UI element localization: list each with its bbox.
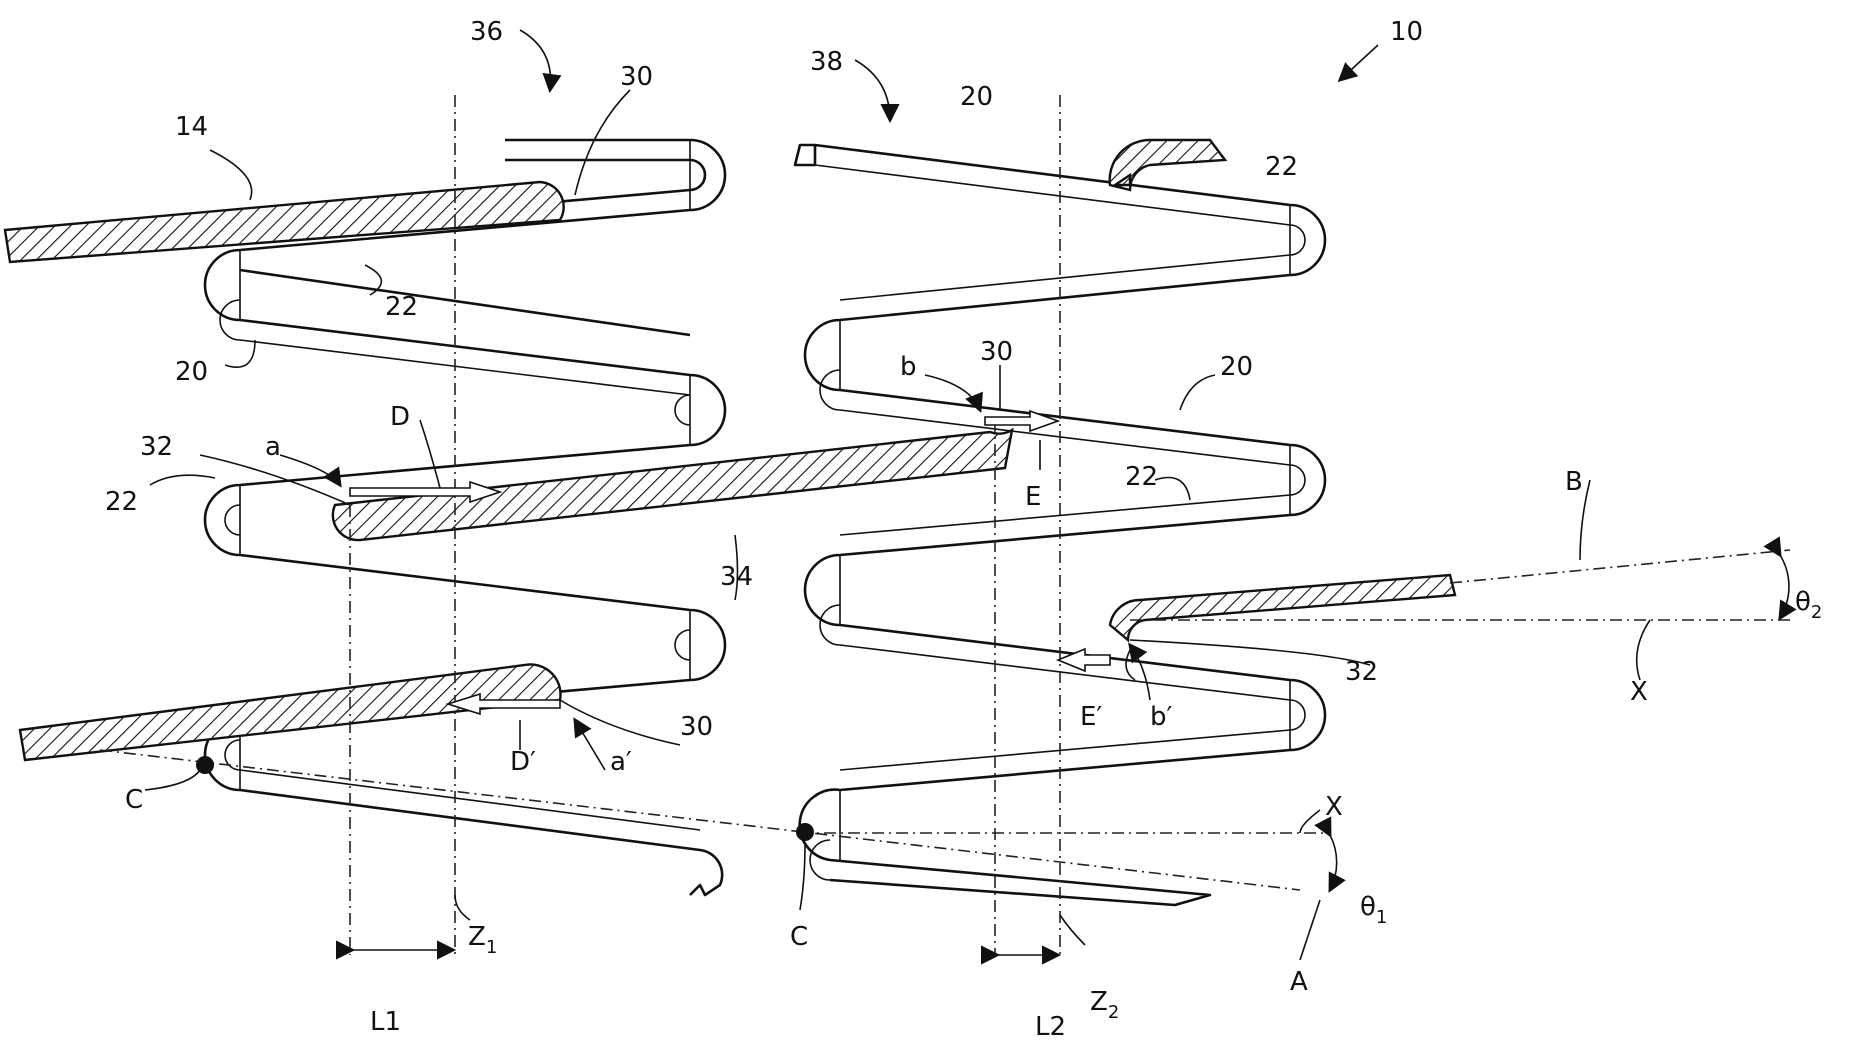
angle-theta2-arc: [1780, 555, 1789, 618]
label-b: b: [900, 352, 917, 382]
label-20-right: 20: [1220, 352, 1253, 382]
center-point-right: [796, 823, 814, 841]
right-strut-tail-top: [795, 145, 815, 165]
angle-theta1-arc: [1330, 835, 1337, 890]
label-L1: L1: [370, 1007, 401, 1037]
connector-right-lower: [1110, 575, 1455, 640]
label-22-top-right: 22: [1265, 152, 1298, 182]
label-30-lower: 30: [680, 712, 713, 742]
label-Z1: Z1: [468, 922, 497, 958]
label-38: 38: [810, 47, 843, 77]
label-X-upper: X: [1630, 677, 1648, 707]
label-Z2: Z2: [1090, 987, 1119, 1023]
label-L2: L2: [1035, 1012, 1066, 1042]
label-22-left-mid: 22: [105, 487, 138, 517]
label-a: a: [265, 432, 281, 462]
label-D: D: [390, 402, 410, 432]
label-30-top: 30: [620, 62, 653, 92]
label-22-right-mid: 22: [1125, 462, 1158, 492]
label-36: 36: [470, 17, 503, 47]
label-C-left: C: [125, 785, 143, 815]
label-theta1: θ1: [1360, 892, 1387, 928]
label-20-left: 20: [175, 357, 208, 387]
label-10: 10: [1390, 17, 1423, 47]
line-B: [1450, 550, 1790, 583]
label-X-lower: X: [1325, 792, 1343, 822]
label-theta2: θ2: [1795, 587, 1822, 623]
label-32-right: 32: [1345, 657, 1378, 687]
label-E-prime: E′: [1080, 702, 1102, 732]
label-30-mid: 30: [980, 337, 1013, 367]
label-14: 14: [175, 112, 208, 142]
label-22-left-upper: 22: [385, 292, 418, 322]
label-a-prime: a′: [610, 747, 632, 777]
label-b-prime: b′: [1150, 702, 1173, 732]
label-34: 34: [720, 562, 753, 592]
label-B: B: [1565, 467, 1583, 497]
label-E: E: [1025, 482, 1041, 512]
label-A: A: [1290, 967, 1308, 997]
label-32-left: 32: [140, 432, 173, 462]
label-20-top: 20: [960, 82, 993, 112]
label-D-prime: D′: [510, 747, 536, 777]
label-C-right: C: [790, 922, 808, 952]
